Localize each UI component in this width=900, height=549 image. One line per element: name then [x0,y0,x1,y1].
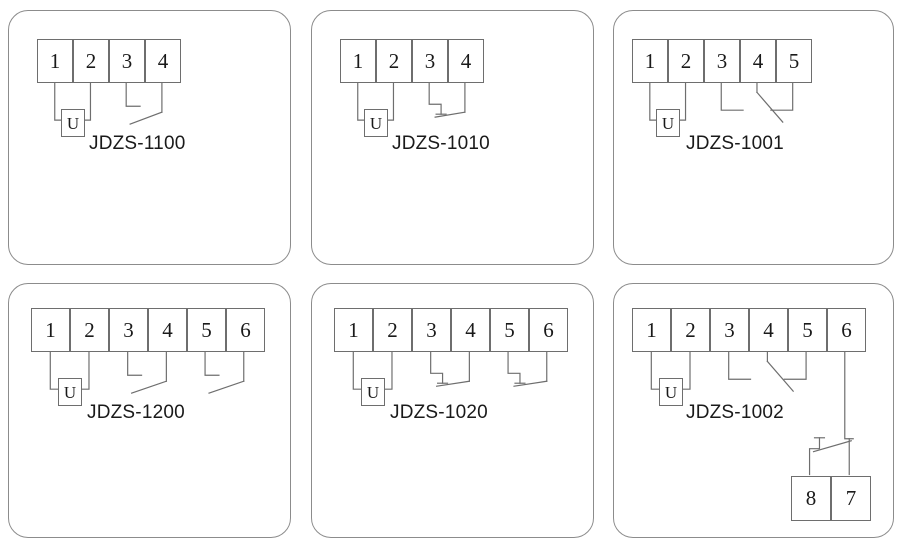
terminal-2: 2 [373,308,412,352]
terminal-2: 2 [671,308,710,352]
model-label: JDZS-1010 [392,133,490,154]
wiring-lines [352,350,548,390]
terminal-1: 1 [31,308,70,352]
terminal-3: 3 [412,39,448,83]
terminal-1: 1 [37,39,73,83]
terminal-7: 7 [831,476,871,521]
coil-symbol: U [364,109,388,137]
terminal-6: 6 [827,308,866,352]
terminal-1: 1 [334,308,373,352]
coil-symbol: U [58,378,82,406]
terminal-3: 3 [412,308,451,352]
model-label: JDZS-1020 [390,402,488,423]
terminal-4: 4 [145,39,181,83]
terminal-2: 2 [668,39,704,83]
wiring-lines [649,81,794,123]
wiring-lines [357,81,466,121]
terminal-3: 3 [710,308,749,352]
coil-symbol: U [61,109,85,137]
terminal-5: 5 [490,308,529,352]
wiring-lines [49,350,245,394]
model-label: JDZS-1002 [686,402,784,423]
terminal-8: 8 [791,476,831,521]
terminal-3: 3 [109,308,148,352]
terminal-4: 4 [148,308,187,352]
coil-symbol: U [659,378,683,406]
terminal-6: 6 [226,308,265,352]
terminal-2: 2 [376,39,412,83]
terminal-1: 1 [632,308,671,352]
terminal-1: 1 [340,39,376,83]
terminal-4: 4 [740,39,776,83]
terminal-4: 4 [749,308,788,352]
coil-symbol: U [361,378,385,406]
terminal-5: 5 [788,308,827,352]
terminal-5: 5 [776,39,812,83]
model-label: JDZS-1100 [89,133,186,154]
terminal-1: 1 [632,39,668,83]
terminal-4: 4 [451,308,490,352]
wiring-lines [650,350,854,476]
model-label: JDZS-1001 [686,133,784,154]
terminal-2: 2 [73,39,109,83]
coil-symbol: U [656,109,680,137]
terminal-2: 2 [70,308,109,352]
wiring-lines [54,81,163,125]
terminal-6: 6 [529,308,568,352]
terminal-4: 4 [448,39,484,83]
terminal-5: 5 [187,308,226,352]
model-label: JDZS-1200 [87,402,185,423]
terminal-3: 3 [109,39,145,83]
terminal-3: 3 [704,39,740,83]
